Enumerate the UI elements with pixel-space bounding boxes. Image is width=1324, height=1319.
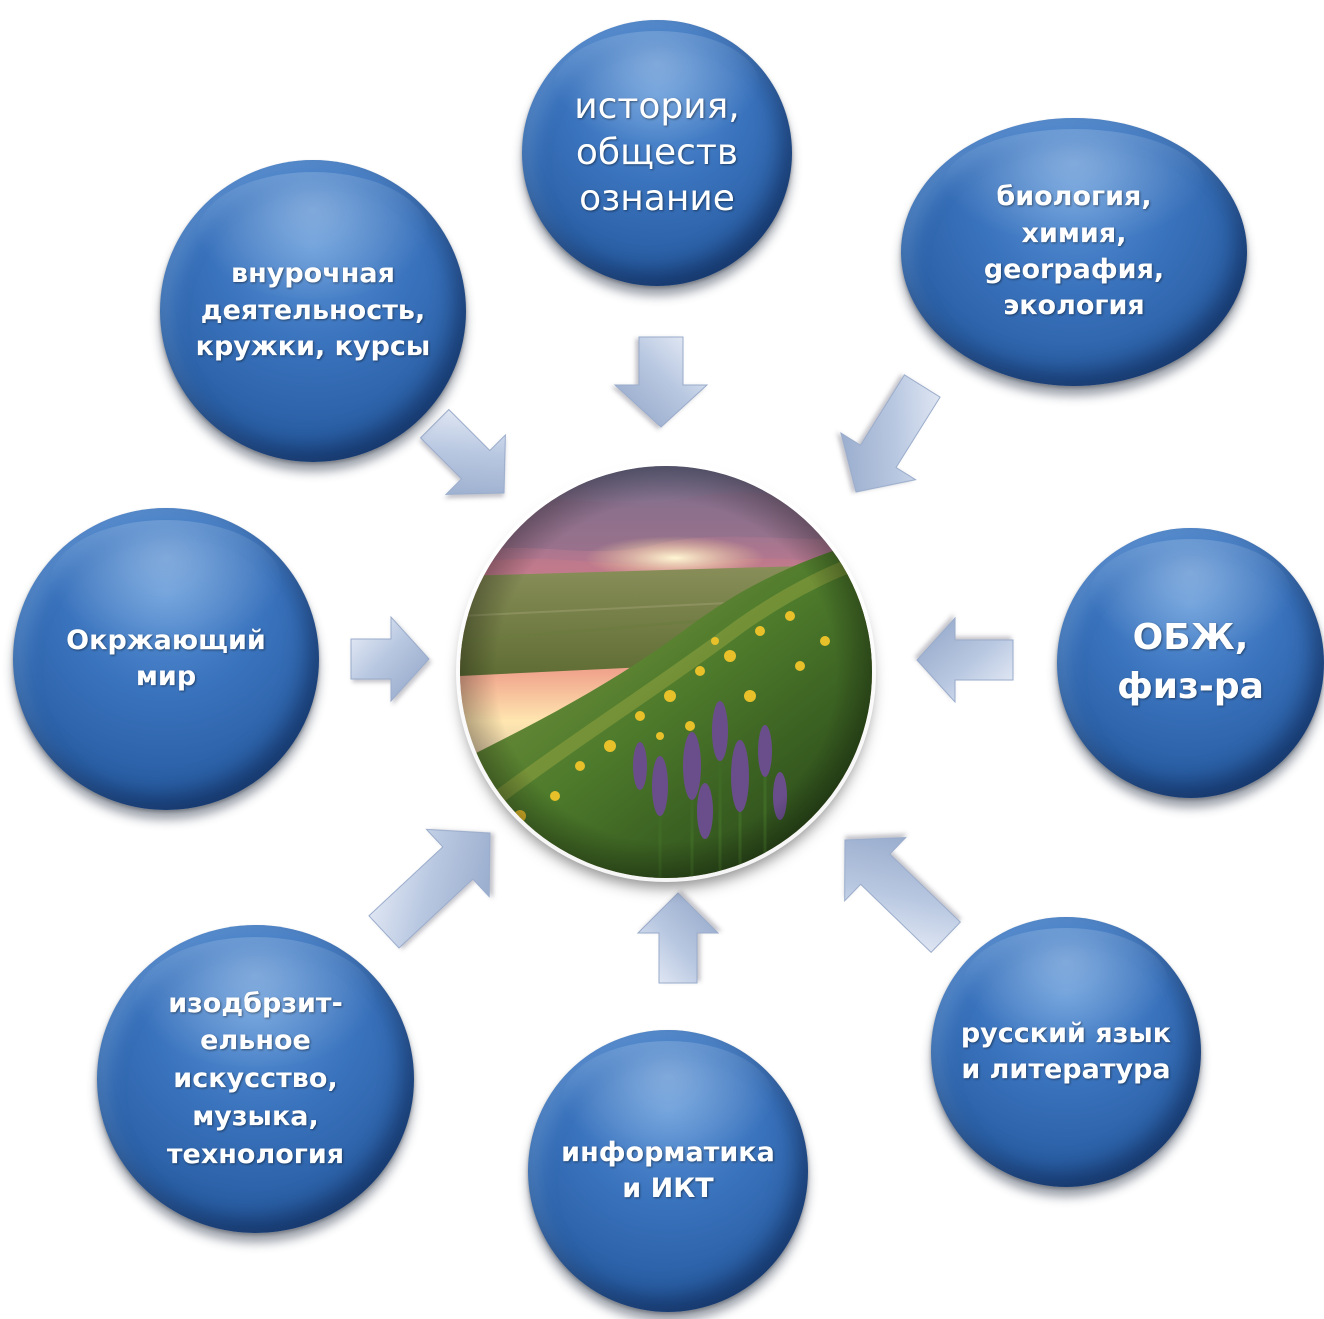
node-obzh-label: ОБЖ, физ-ра xyxy=(1117,617,1264,707)
node-russian: русский язык и литература xyxy=(931,917,1201,1187)
node-history: история, обществ ознание xyxy=(522,20,792,286)
node-obzh: ОБЖ, физ-ра xyxy=(1057,528,1324,798)
arrow-from-world xyxy=(350,615,430,703)
arrow-from-extracurricular xyxy=(419,408,506,495)
arrow-from-informatics xyxy=(636,892,720,984)
node-informatics-label: информатика и ИКТ xyxy=(561,1136,775,1204)
arrow-from-biology xyxy=(840,374,941,493)
arrow-from-russian xyxy=(844,836,962,954)
arrow-from-history xyxy=(613,336,709,428)
node-history-label: история, обществ ознание xyxy=(574,85,740,220)
node-biology-label: биология, химия, georрафия, экология xyxy=(983,181,1165,322)
node-art: изодбрзит- ельное искусство, музыка, тех… xyxy=(97,925,414,1233)
node-biology: биология, химия, georрафия, экология xyxy=(901,118,1247,386)
node-art-label: изодбрзит- ельное искусство, музыка, тех… xyxy=(166,987,345,1170)
arrow-from-art xyxy=(368,828,491,949)
node-extracurricular-label: внурочная деятельность, кружки, курсы xyxy=(195,258,431,363)
node-russian-label: русский язык и литература xyxy=(960,1017,1172,1085)
center-landscape-photo xyxy=(460,466,872,878)
node-extracurricular: внурочная деятельность, кружки, курсы xyxy=(160,160,466,462)
landscape-photo-icon xyxy=(460,466,872,878)
node-world-label: Окржающий мир xyxy=(66,624,266,692)
arrow-from-obzh xyxy=(916,616,1014,704)
node-world: Окржающий мир xyxy=(13,508,319,810)
node-informatics: информатика и ИКТ xyxy=(528,1030,808,1312)
